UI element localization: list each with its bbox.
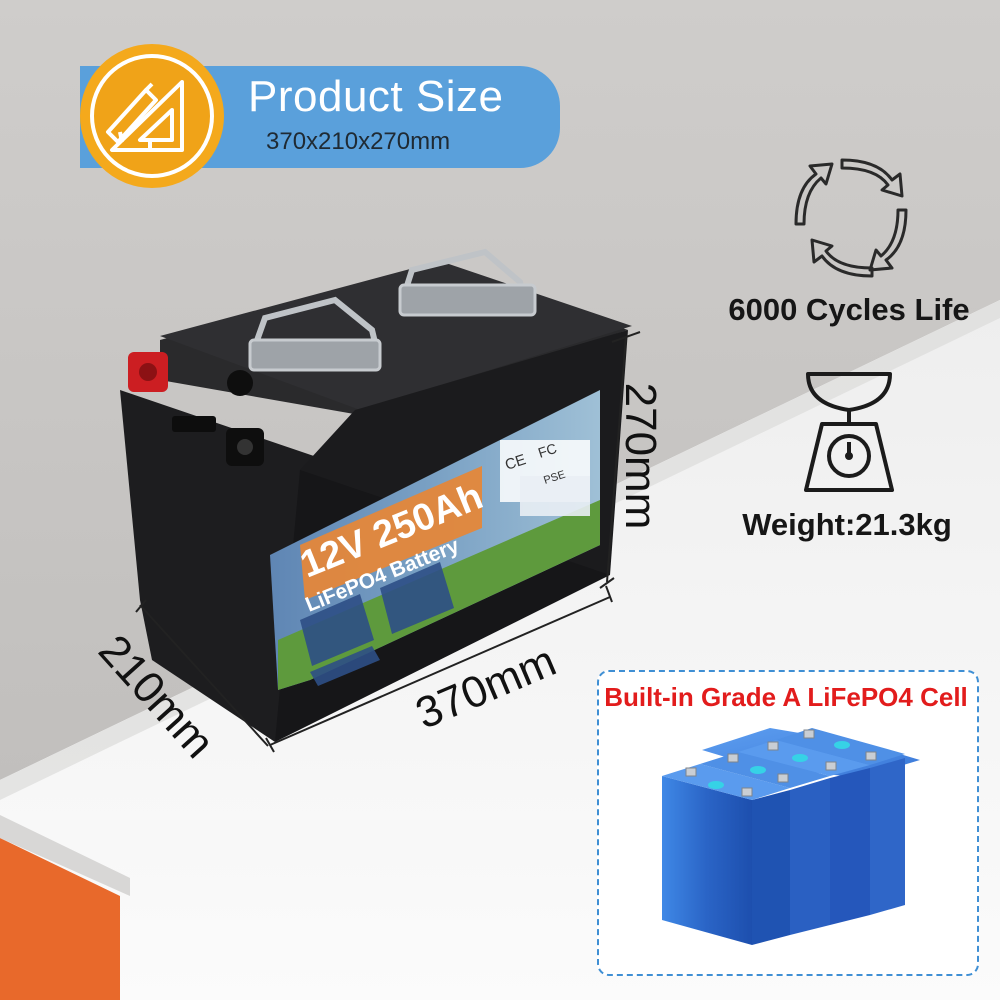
cycles-label: 6000 Cycles Life [728, 292, 970, 327]
handle-left [248, 296, 382, 372]
cell-inset-title: Built-in Grade A LiFePO4 Cell [604, 682, 968, 712]
height-label: 270mm [616, 382, 665, 530]
cell-inset-box [597, 670, 979, 976]
ruler-triangle-icon [106, 80, 184, 152]
height-dimension-line [606, 335, 627, 583]
cert-mark-fc: FC [536, 440, 559, 461]
cycle-arrows-icon [794, 158, 908, 278]
positive-terminal [128, 352, 168, 392]
scale-icon [804, 372, 894, 492]
header-size-text: 370x210x270mm [266, 128, 451, 155]
header-banner-shapes [80, 44, 560, 188]
header-title: Product Size [248, 72, 504, 121]
depth-dimension-line [139, 604, 269, 747]
width-dimension-line [269, 596, 611, 746]
cert-mark-ce: CE [503, 451, 528, 474]
handle-right [398, 248, 537, 317]
negative-terminal [226, 428, 264, 466]
battery-label: 12V 250Ah LiFePO4 Battery CE FC PSE [270, 390, 600, 690]
dimension-lines [135, 331, 641, 753]
battery-image: 12V 250Ah LiFePO4 Battery CE FC PSE [120, 248, 632, 742]
weight-label: Weight:21.3kg [742, 507, 952, 542]
orange-corner-accent [0, 838, 120, 1000]
